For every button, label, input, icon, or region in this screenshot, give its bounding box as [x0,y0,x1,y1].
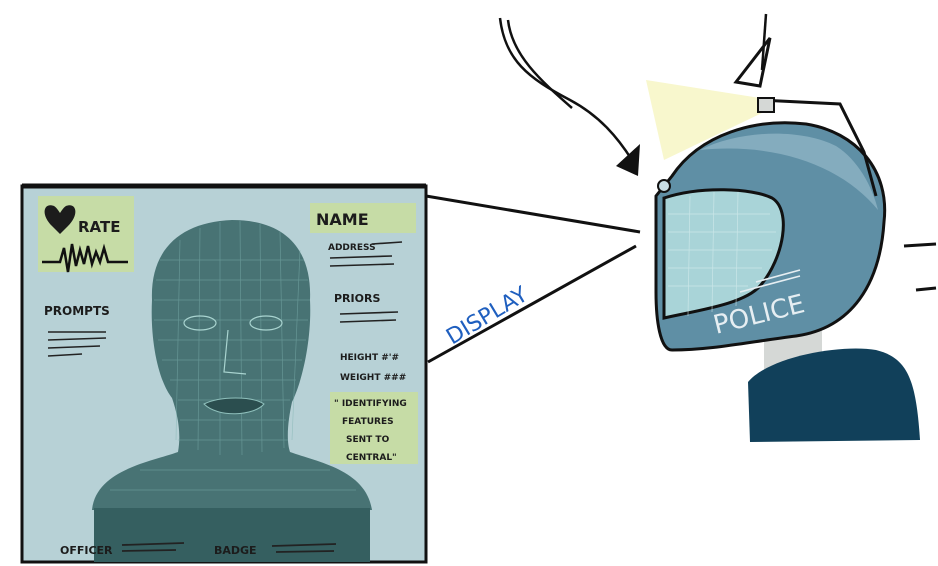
display-label: DISPLAY [442,282,533,350]
camera-light-beam [646,80,764,160]
projection-lines [425,194,641,364]
address-label: ADDRESS [328,243,376,253]
address-lines [329,241,403,267]
heart-icon [44,205,76,234]
arrowhead-top [733,37,772,88]
prompts-lines [47,331,107,357]
officer-lines [121,542,185,552]
heartbeat-line [42,243,128,273]
weight-label: WEIGHT ### [340,373,406,383]
arrow-to-camera [760,13,768,71]
name-highlight [310,203,416,233]
note-line-4: CENTRAL" [346,453,397,463]
note-line-2: FEATURES [342,417,394,427]
name-label: NAME [316,210,369,229]
officer-label: OFFICER [60,544,113,557]
head-silhouette [92,220,372,510]
body-torso [748,348,920,442]
priors-label: PRIORS [334,292,380,305]
badge-label: BADGE [214,544,257,557]
note-line-1: " IDENTIFYING [334,399,407,409]
nose [223,329,247,375]
arrowhead-left [616,144,640,176]
note-line-3: SENT TO [346,435,390,445]
height-label: HEIGHT #'# [340,353,399,363]
arrow-to-helmet [498,17,634,161]
helmet-decal-lines [739,269,801,293]
suspect-head-scan [92,220,372,562]
hud-display-panel: RATE PROMPTS NAME ADDRESS PRIORS HEIGHT … [20,183,428,564]
helmet-camera-mount [759,98,878,197]
priors-lines [339,311,399,323]
shoulders [94,508,370,562]
prompts-label: PROMPTS [44,304,110,318]
note-highlight [330,392,418,464]
mouth [203,397,265,415]
badge-lines [271,543,337,553]
police-helmet-figure: POLICE [646,80,937,442]
left-eye [183,315,217,331]
wireframe-mesh [110,220,356,491]
right-eye [249,315,283,331]
heart-rate-label: RATE [78,218,120,236]
note-text: " IDENTIFYING FEATURES SENT TO CENTRAL" [334,399,407,463]
helmet-side-marks [903,242,937,292]
visor-grid [668,191,776,317]
helmet-shine [700,133,878,210]
visor-pivot [657,179,671,193]
helmet-camera [757,97,775,113]
